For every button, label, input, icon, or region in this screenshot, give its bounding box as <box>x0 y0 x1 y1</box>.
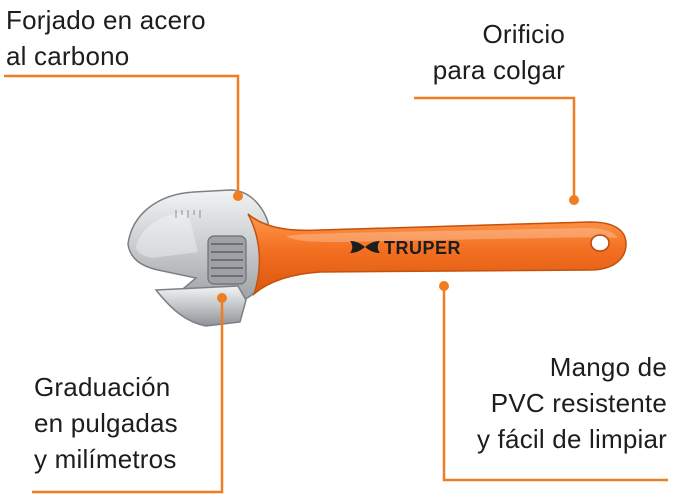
callout-line: Forjado en acero <box>6 5 206 35</box>
leader-scale <box>32 300 224 494</box>
leader-dot-scale <box>217 293 227 303</box>
hanging-hole <box>590 234 610 252</box>
brand-name: TRUPER <box>384 238 461 258</box>
callout-pvc-handle: Mango de PVC resistente y fácil de limpi… <box>477 349 667 457</box>
leader-dot-hole <box>569 195 579 205</box>
callout-line: y fácil de limpiar <box>477 424 667 454</box>
callout-line: Mango de <box>549 352 667 382</box>
callout-line: al carbono <box>6 41 130 71</box>
callout-line: y milímetros <box>34 444 177 474</box>
wrench-head <box>127 189 273 327</box>
leader-dots <box>217 191 579 303</box>
callout-line: para colgar <box>432 55 565 85</box>
leader-dot-handle <box>439 281 449 291</box>
callout-hanging-hole: Orificio para colgar <box>433 16 565 88</box>
leader-lines <box>4 74 668 494</box>
callout-line: Orificio <box>482 19 565 49</box>
leader-dot-forged <box>233 191 243 201</box>
truper-logo-icon <box>350 241 380 253</box>
callout-graduation: Graduación en pulgadas y milímetros <box>34 369 178 477</box>
wrench-handle <box>247 213 627 297</box>
leader-hole <box>414 96 576 198</box>
callout-line: PVC resistente <box>490 388 667 418</box>
leader-forged <box>4 74 240 194</box>
callout-line: Graduación <box>34 372 171 402</box>
callout-line: en pulgadas <box>34 408 178 438</box>
leader-handle <box>442 288 668 482</box>
callout-forged-steel: Forjado en acero al carbono <box>6 2 206 74</box>
